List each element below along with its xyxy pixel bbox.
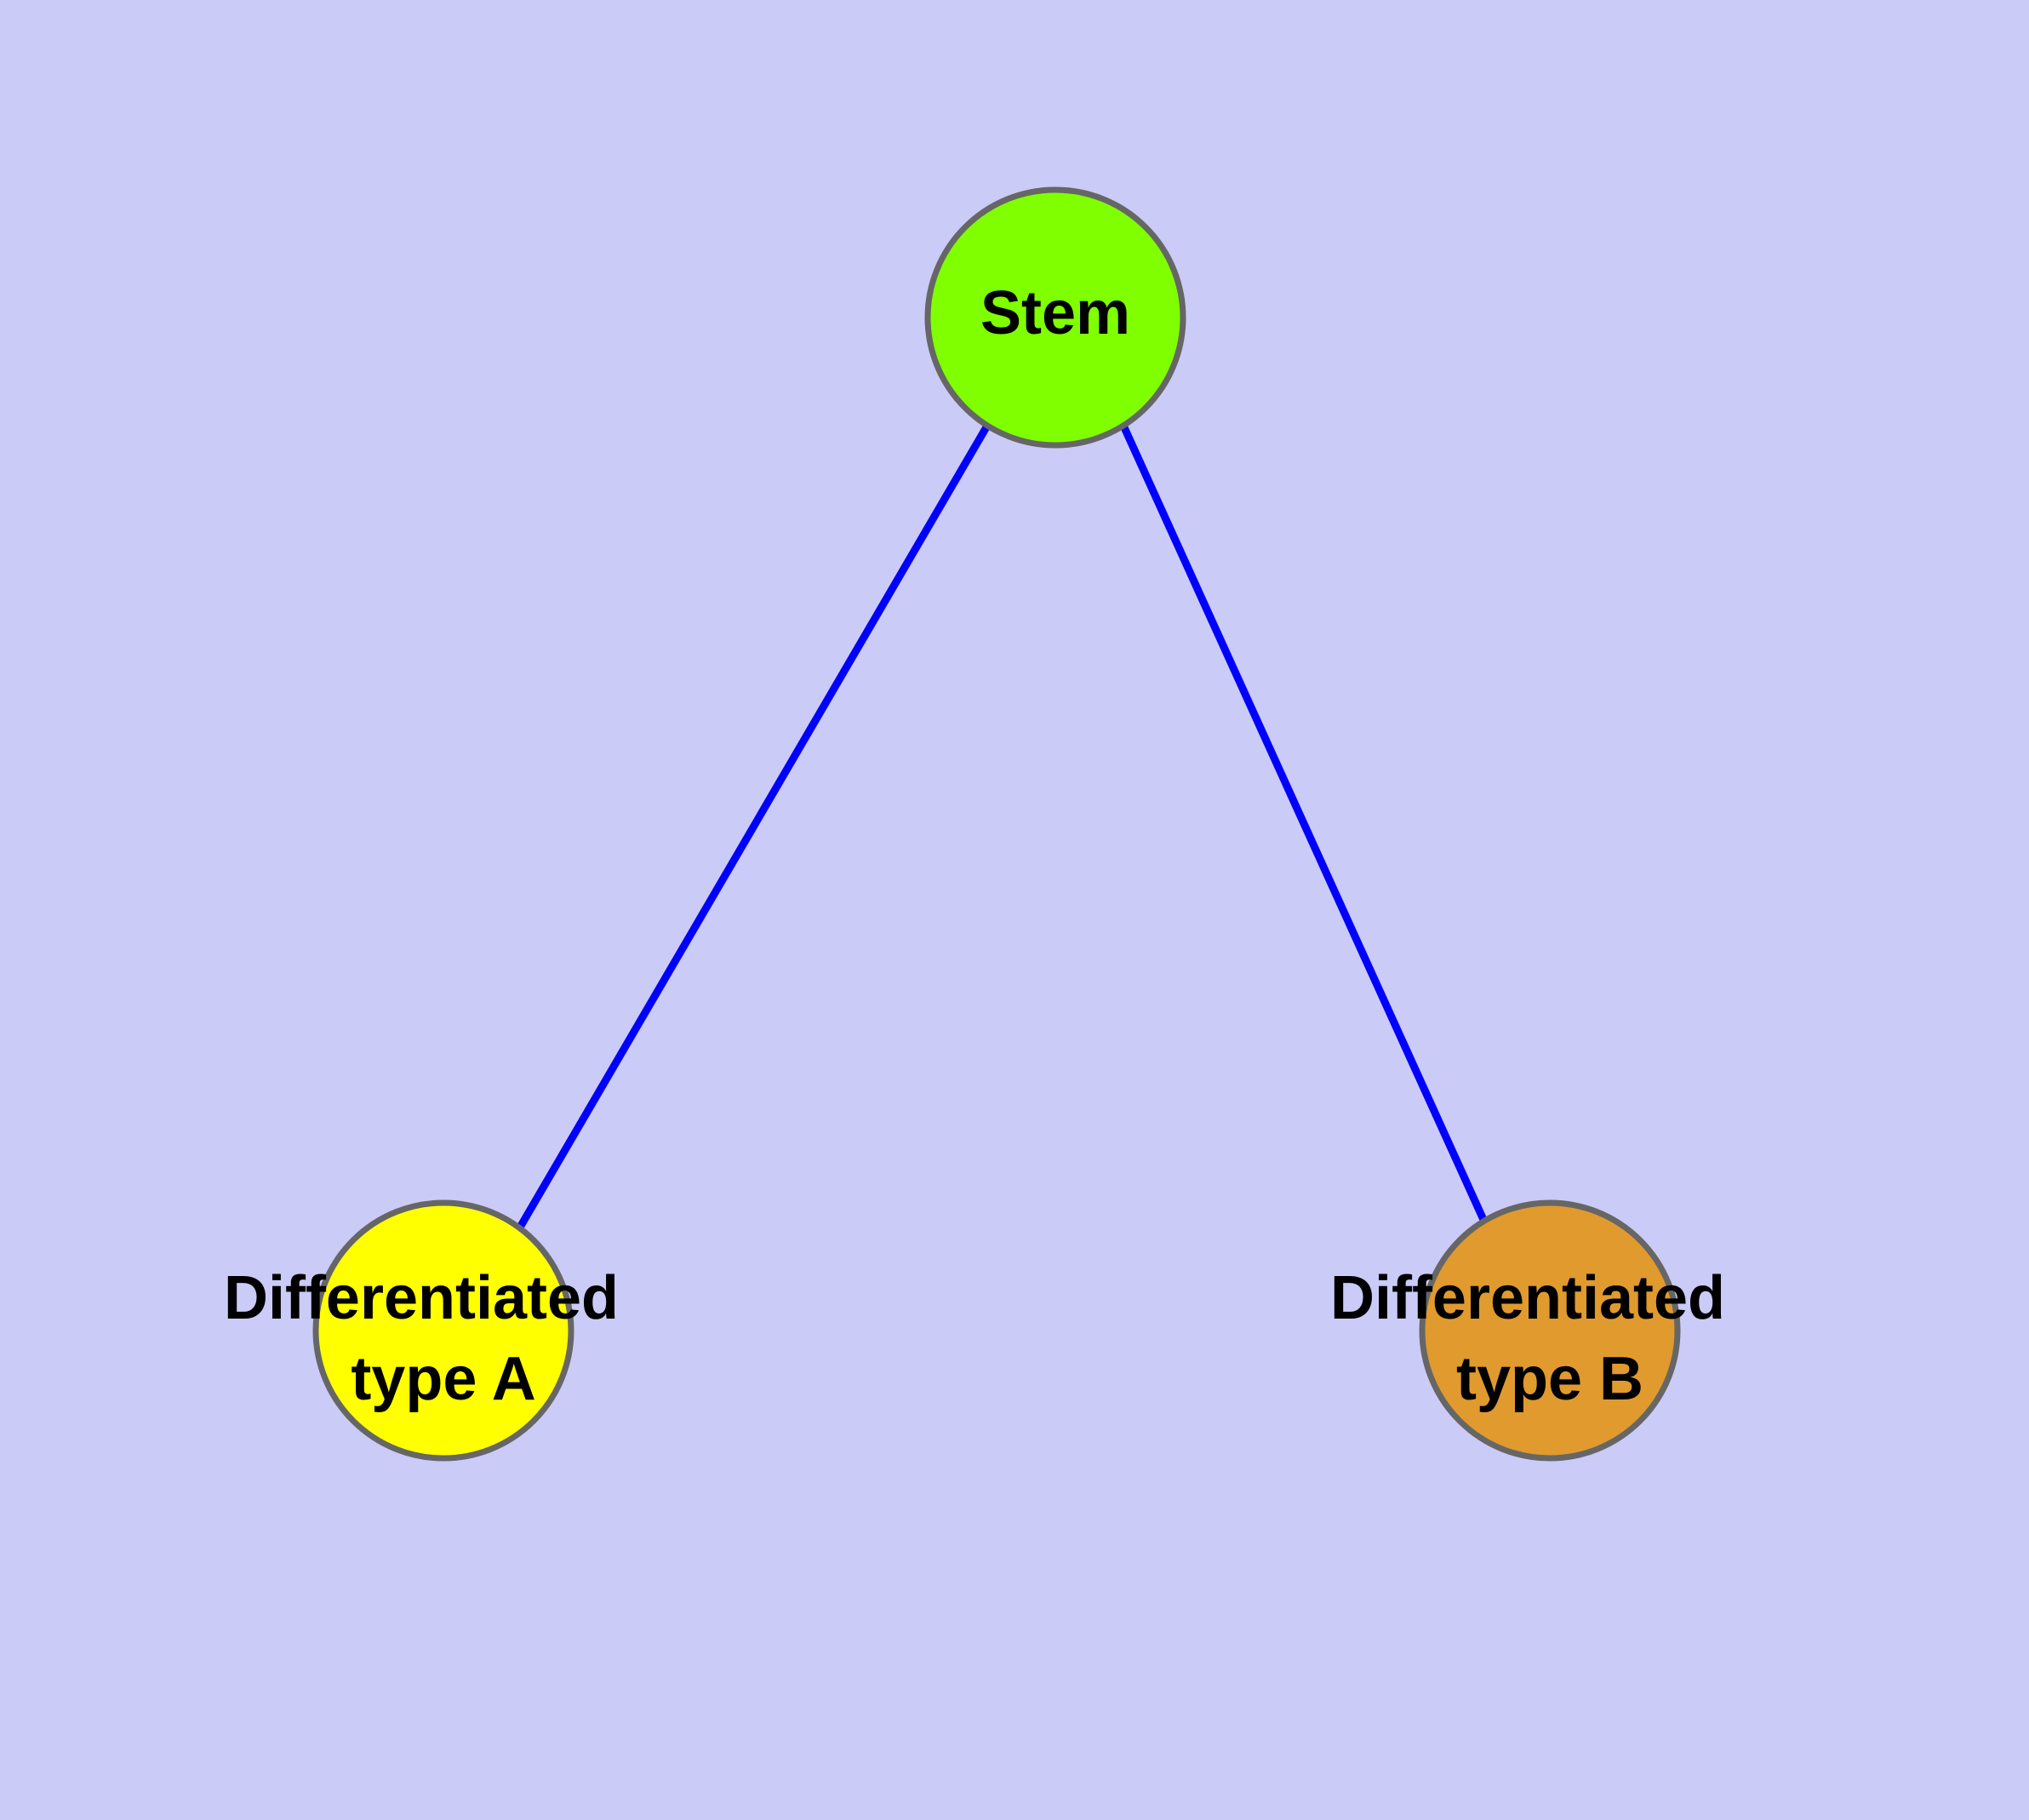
- node-differentiated-type-a-label-line-2: type A: [351, 1345, 535, 1413]
- node-differentiated-type-a[interactable]: [312, 1199, 574, 1462]
- node-differentiated-type-b-circle[interactable]: [1419, 1199, 1681, 1462]
- node-layer: [312, 186, 1681, 1462]
- node-differentiated-type-b-label-line-2: type B: [1456, 1345, 1643, 1413]
- node-stem[interactable]: [924, 186, 1186, 449]
- node-differentiated-type-b-label-line-1: Differentiated: [1330, 1264, 1725, 1332]
- edge-stem-to-differentiated-type-b[interactable]: [1119, 424, 1489, 1223]
- node-differentiated-type-a-circle[interactable]: [312, 1199, 574, 1462]
- node-differentiated-type-b[interactable]: [1419, 1199, 1681, 1462]
- node-stem-label: Stem: [980, 279, 1130, 347]
- edge-stem-to-differentiated-type-a[interactable]: [517, 423, 991, 1228]
- label-layer: Stem Differentiated type A Differentiate…: [224, 279, 1725, 1413]
- node-stem-circle[interactable]: [924, 186, 1186, 449]
- edge-layer: [517, 423, 1489, 1228]
- node-differentiated-type-a-label-line-1: Differentiated: [224, 1264, 619, 1332]
